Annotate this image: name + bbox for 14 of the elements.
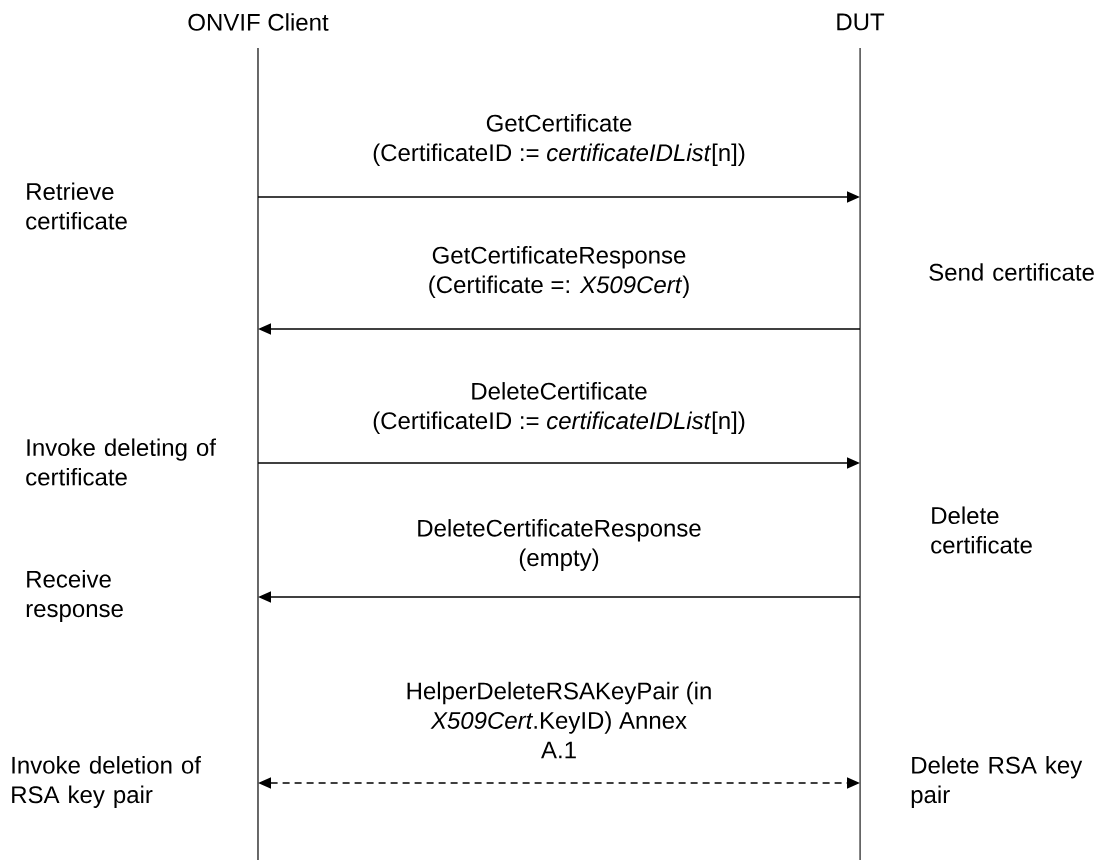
- note-text: Send certificate: [929, 263, 1094, 281]
- message-label: GetCertificateResponse (Certificate =: X509Cert): [429, 246, 689, 298]
- note-text: Delete certificate: [931, 506, 1032, 554]
- note-text: Retrieve certificate: [26, 182, 127, 230]
- message-label: DeleteCertificate (CertificateID := certificateIDList[n]): [373, 382, 745, 434]
- message-label: HelperDeleteRSAKeyPair (in X509Cert.KeyID) Annex A.1: [407, 681, 711, 759]
- note-text: Invoke deletion of RSA key pair: [12, 756, 201, 808]
- message-label: GetCertificate (CertificateID := certificateIDList[n]): [373, 114, 745, 166]
- note-text: Delete RSA key pair: [911, 756, 1083, 808]
- note-text: Receive response: [26, 570, 123, 622]
- note-text: Invoke deleting of certificate: [26, 438, 216, 486]
- participant-label: DUT: [837, 13, 885, 31]
- message-label: DeleteCertificateResponse (empty): [418, 519, 701, 571]
- participant-label: ONVIF Client: [188, 13, 329, 31]
